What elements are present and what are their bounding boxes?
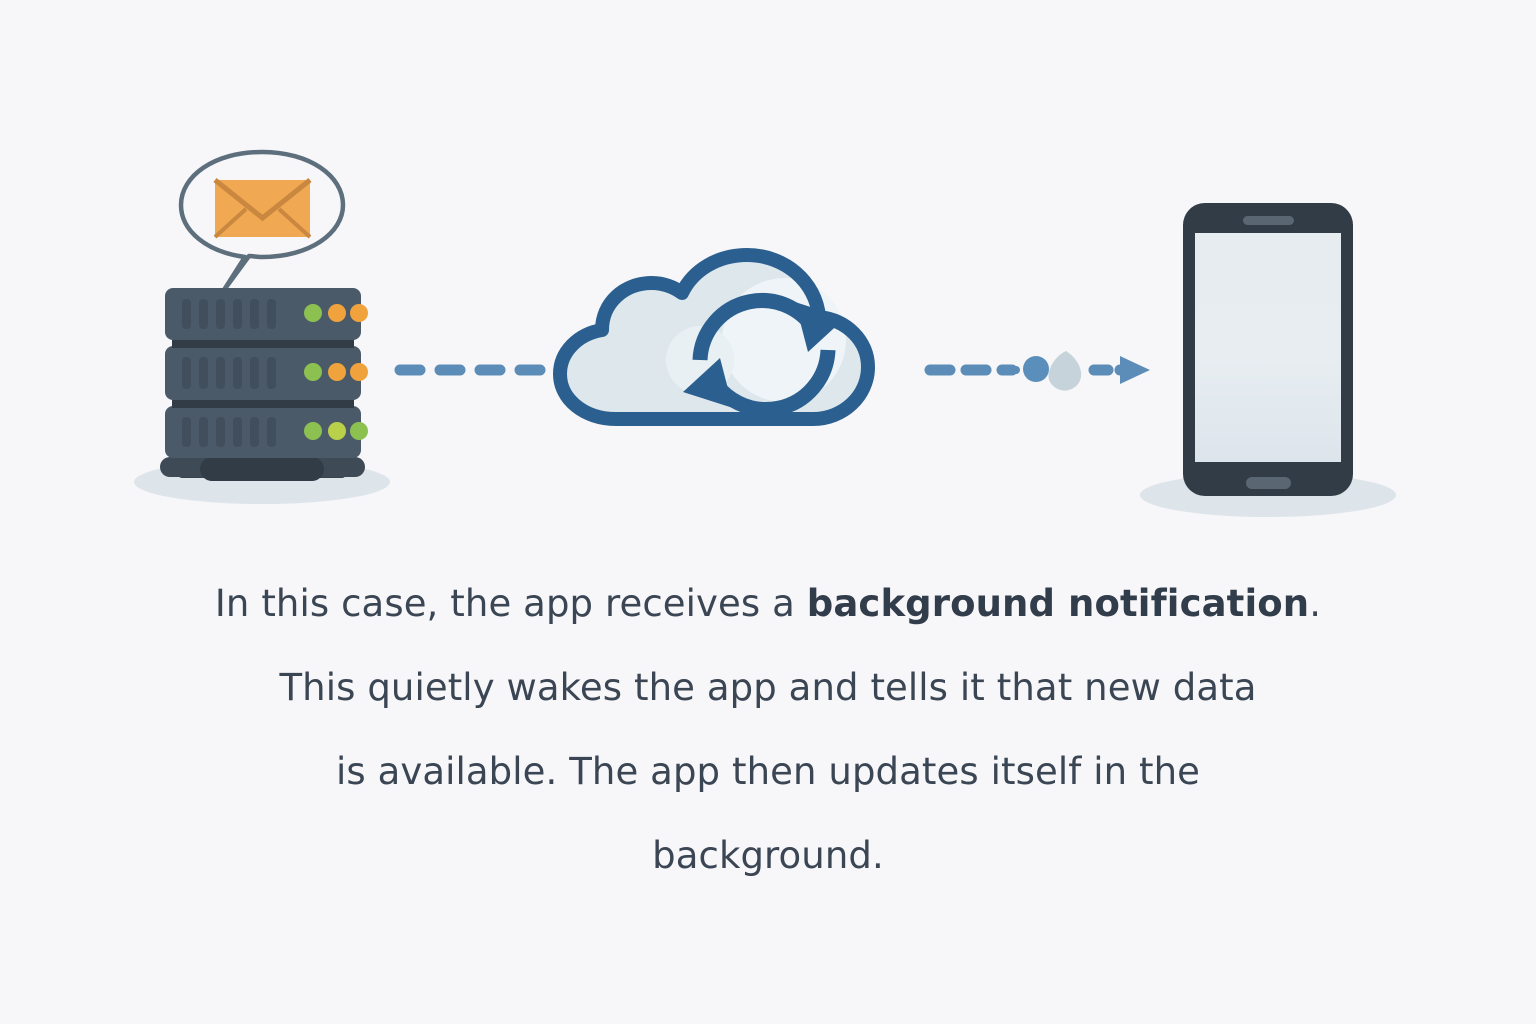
led xyxy=(350,304,368,322)
server-unit-top-vents xyxy=(182,299,276,329)
caption-highlight: background notification xyxy=(806,582,1310,625)
caption-text: In this case, the app receives a backgro… xyxy=(168,562,1368,898)
led xyxy=(328,363,346,381)
cloud-outline xyxy=(553,248,875,426)
server-gap-lower xyxy=(172,398,354,408)
server-base xyxy=(160,440,365,481)
speech-bubble xyxy=(178,149,346,293)
caption-line-4: background. xyxy=(652,834,884,877)
server-unit-middle-vents xyxy=(182,357,276,389)
server-unit-bottom-vents xyxy=(182,417,276,447)
led xyxy=(304,422,322,440)
phone-home-button xyxy=(1246,477,1291,489)
server-unit-top xyxy=(165,288,368,340)
sync-arrow-bottom xyxy=(683,349,836,417)
caption-line-1: In this case, the app receives a backgro… xyxy=(168,562,1368,646)
connector-cloud-to-phone xyxy=(924,351,1150,391)
phone-speaker xyxy=(1243,216,1294,225)
diagram-illustration: #e6ecf0 xyxy=(134,149,1396,517)
arrowhead-2 xyxy=(1120,356,1150,384)
led xyxy=(328,422,346,440)
smartphone-icon xyxy=(1140,203,1396,517)
caption-line-2: This quietly wakes the app and tells it … xyxy=(279,666,1257,709)
server-unit-bottom xyxy=(165,406,368,458)
caption-line-3: is available. The app then updates itsel… xyxy=(335,750,1201,793)
payload-dot-large xyxy=(1023,356,1049,382)
phone-screen xyxy=(1195,233,1341,462)
server-unit-middle xyxy=(165,346,368,400)
led xyxy=(328,304,346,322)
led xyxy=(304,304,322,322)
caption-line-1-prefix: In this case, the app receives a xyxy=(214,582,807,625)
cloud-sync-icon xyxy=(553,248,875,426)
led xyxy=(350,422,368,440)
payload-droplet xyxy=(1048,351,1082,391)
payload-dot-small xyxy=(1012,366,1020,374)
sync-arrow-top xyxy=(692,293,845,361)
envelope-icon xyxy=(213,178,312,239)
led xyxy=(350,363,368,381)
server-rack-group xyxy=(134,149,390,504)
led xyxy=(304,363,322,381)
server-gap-upper xyxy=(172,338,354,348)
caption-line-1-suffix: . xyxy=(1309,582,1322,625)
